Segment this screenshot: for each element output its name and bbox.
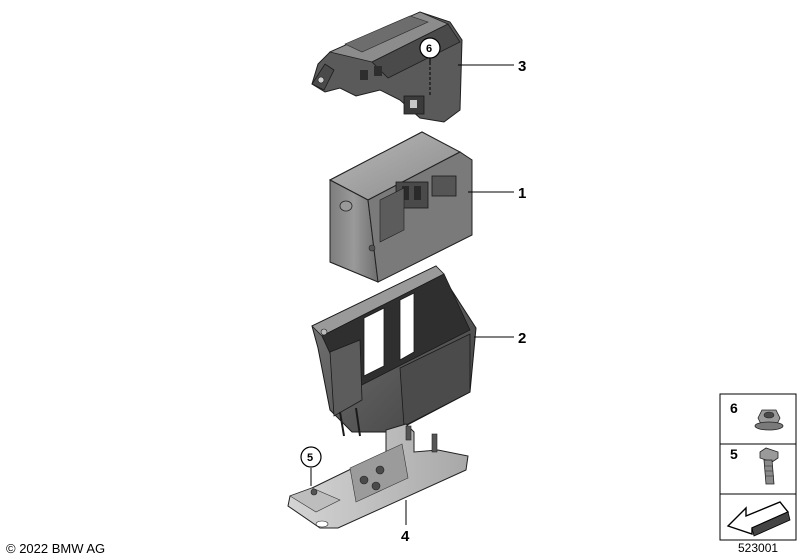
callout-part-3: 3 bbox=[518, 58, 526, 75]
legend-number-6: 6 bbox=[730, 400, 738, 416]
fastener-legend: 6 5 bbox=[719, 393, 797, 541]
legend-number-5: 5 bbox=[730, 446, 738, 462]
battery-tray bbox=[311, 265, 477, 437]
callout-part-1: 1 bbox=[518, 185, 526, 202]
base-plate bbox=[287, 423, 469, 529]
copyright-text: © 2022 BMW AG bbox=[6, 541, 106, 556]
nut-icon bbox=[754, 409, 784, 431]
control-module-box bbox=[328, 131, 473, 283]
leader-lines bbox=[310, 58, 514, 525]
callout-part-5: 5 bbox=[307, 452, 313, 464]
direction-arrow-icon bbox=[726, 501, 791, 537]
upper-bracket bbox=[311, 11, 463, 123]
callout-circle-6 bbox=[419, 37, 441, 59]
callout-part-6: 6 bbox=[426, 43, 432, 55]
callout-circle-5 bbox=[300, 446, 322, 468]
callout-part-2: 2 bbox=[518, 330, 526, 347]
callout-part-4: 4 bbox=[401, 528, 410, 545]
bolt-icon bbox=[759, 447, 779, 485]
diagram-code: 523001 bbox=[738, 541, 779, 555]
